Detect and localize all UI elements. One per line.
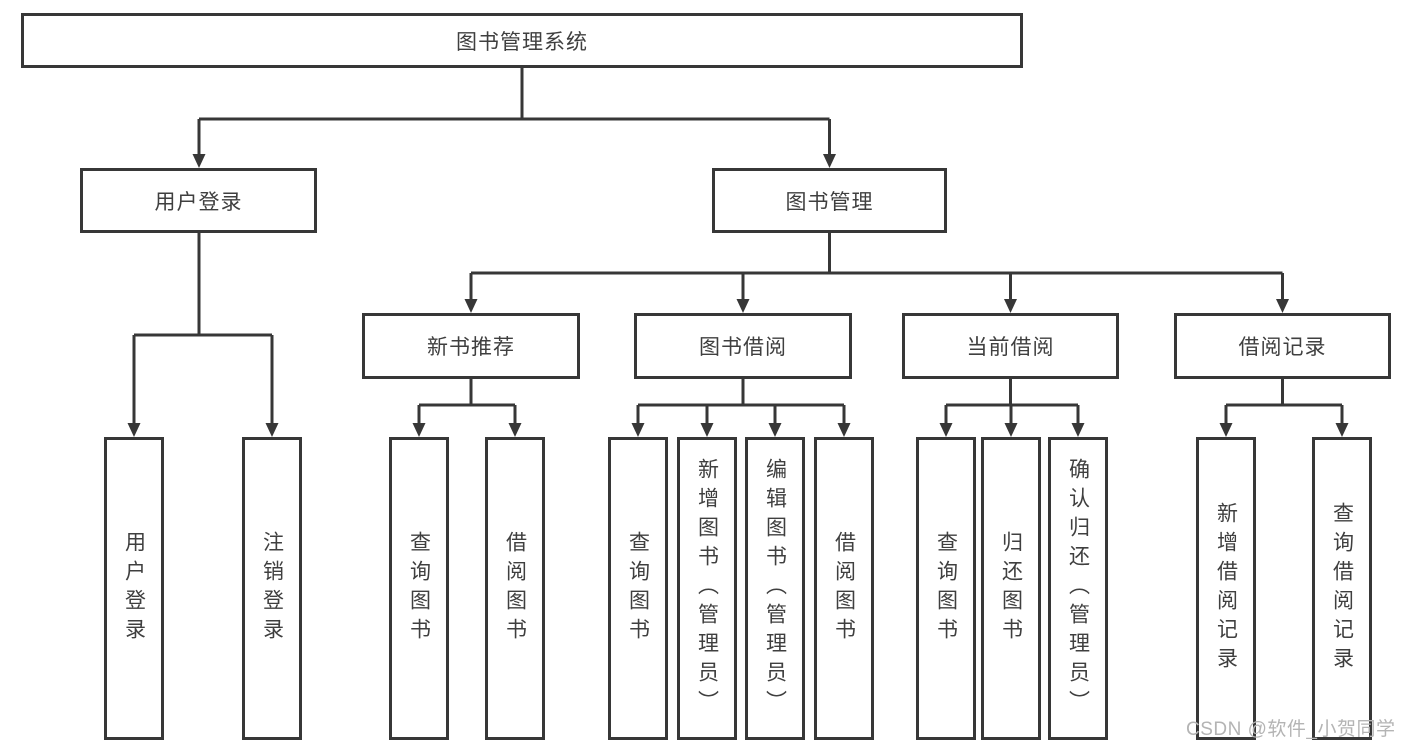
leaf-logout-label: 注销登录 [260,530,284,647]
leaf-borrow-edit-label: 编辑图书（管理员） [763,458,787,719]
node-user-login-label: 用户登录 [154,190,243,214]
node-book-management-label: 图书管理 [785,190,874,214]
leaf-newbook-borrow: 借阅图书 [485,437,545,740]
leaf-borrow-book: 借阅图书 [814,437,874,740]
leaf-current-return-label: 归还图书 [999,530,1023,647]
leaf-borrow-edit: 编辑图书（管理员） [745,437,805,740]
node-new-book-recommend: 新书推荐 [362,313,580,379]
node-current-borrow-label: 当前借阅 [966,336,1055,359]
node-borrow-records-label: 借阅记录 [1238,336,1327,359]
leaf-borrow-add: 新增图书（管理员） [677,437,737,740]
node-root-label: 图书管理系统 [456,30,588,54]
leaf-user-login: 用户登录 [104,437,164,740]
leaf-current-confirm: 确认归还（管理员） [1048,437,1108,740]
leaf-user-login-label: 用户登录 [122,530,146,647]
node-current-borrow: 当前借阅 [902,313,1119,379]
node-book-management: 图书管理 [712,168,947,233]
node-new-book-recommend-label: 新书推荐 [427,336,515,359]
leaf-borrow-query: 查询图书 [608,437,668,740]
leaf-current-query: 查询图书 [916,437,976,740]
leaf-record-add: 新增借阅记录 [1196,437,1256,740]
leaf-borrow-add-label: 新增图书（管理员） [695,458,719,719]
leaf-current-return: 归还图书 [981,437,1041,740]
leaf-record-query: 查询借阅记录 [1312,437,1372,740]
leaf-current-query-label: 查询图书 [934,530,958,647]
leaf-newbook-query: 查询图书 [389,437,449,740]
leaf-record-query-label: 查询借阅记录 [1330,501,1354,676]
leaf-current-confirm-label: 确认归还（管理员） [1066,458,1090,719]
node-borrow-records: 借阅记录 [1174,313,1391,379]
leaf-logout: 注销登录 [242,437,302,740]
node-root: 图书管理系统 [21,13,1023,68]
leaf-record-add-label: 新增借阅记录 [1214,501,1238,676]
watermark: CSDN @软件_小贺同学 [1186,719,1396,740]
leaf-newbook-borrow-label: 借阅图书 [503,530,527,647]
leaf-borrow-query-label: 查询图书 [626,530,650,647]
leaf-borrow-book-label: 借阅图书 [832,530,856,647]
node-book-borrow-label: 图书借阅 [699,336,787,359]
node-book-borrow: 图书借阅 [634,313,852,379]
node-user-login: 用户登录 [80,168,317,233]
leaf-newbook-query-label: 查询图书 [407,530,431,647]
